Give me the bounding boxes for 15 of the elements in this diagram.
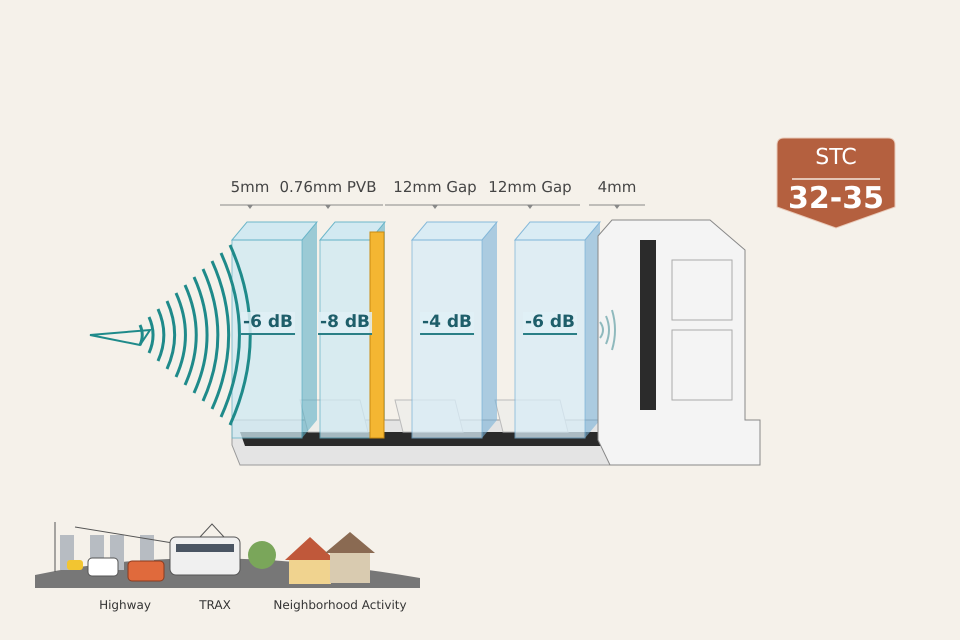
decibel-label: -4 dB bbox=[420, 312, 474, 335]
layer-label: 5mm bbox=[230, 178, 270, 196]
layer-label: 12mm Gap bbox=[393, 178, 477, 196]
decibel-label: -6 dB bbox=[241, 312, 295, 335]
decibel-label: -8 dB bbox=[318, 312, 372, 335]
rating-badge bbox=[776, 137, 896, 229]
noise-source-label: Highway bbox=[99, 598, 151, 612]
badge-heading: STC bbox=[814, 145, 858, 170]
rating-value: 32-35 bbox=[787, 181, 885, 216]
noise-source-label: Neighborhood Activity bbox=[273, 598, 407, 612]
noise-source-label: TRAX bbox=[199, 598, 231, 612]
decibel-label: -6 dB bbox=[523, 312, 577, 335]
layer-label: 4mm bbox=[598, 178, 636, 196]
layer-label: 0.76mm PVB bbox=[280, 178, 376, 196]
layer-label: 12mm Gap bbox=[488, 178, 572, 196]
